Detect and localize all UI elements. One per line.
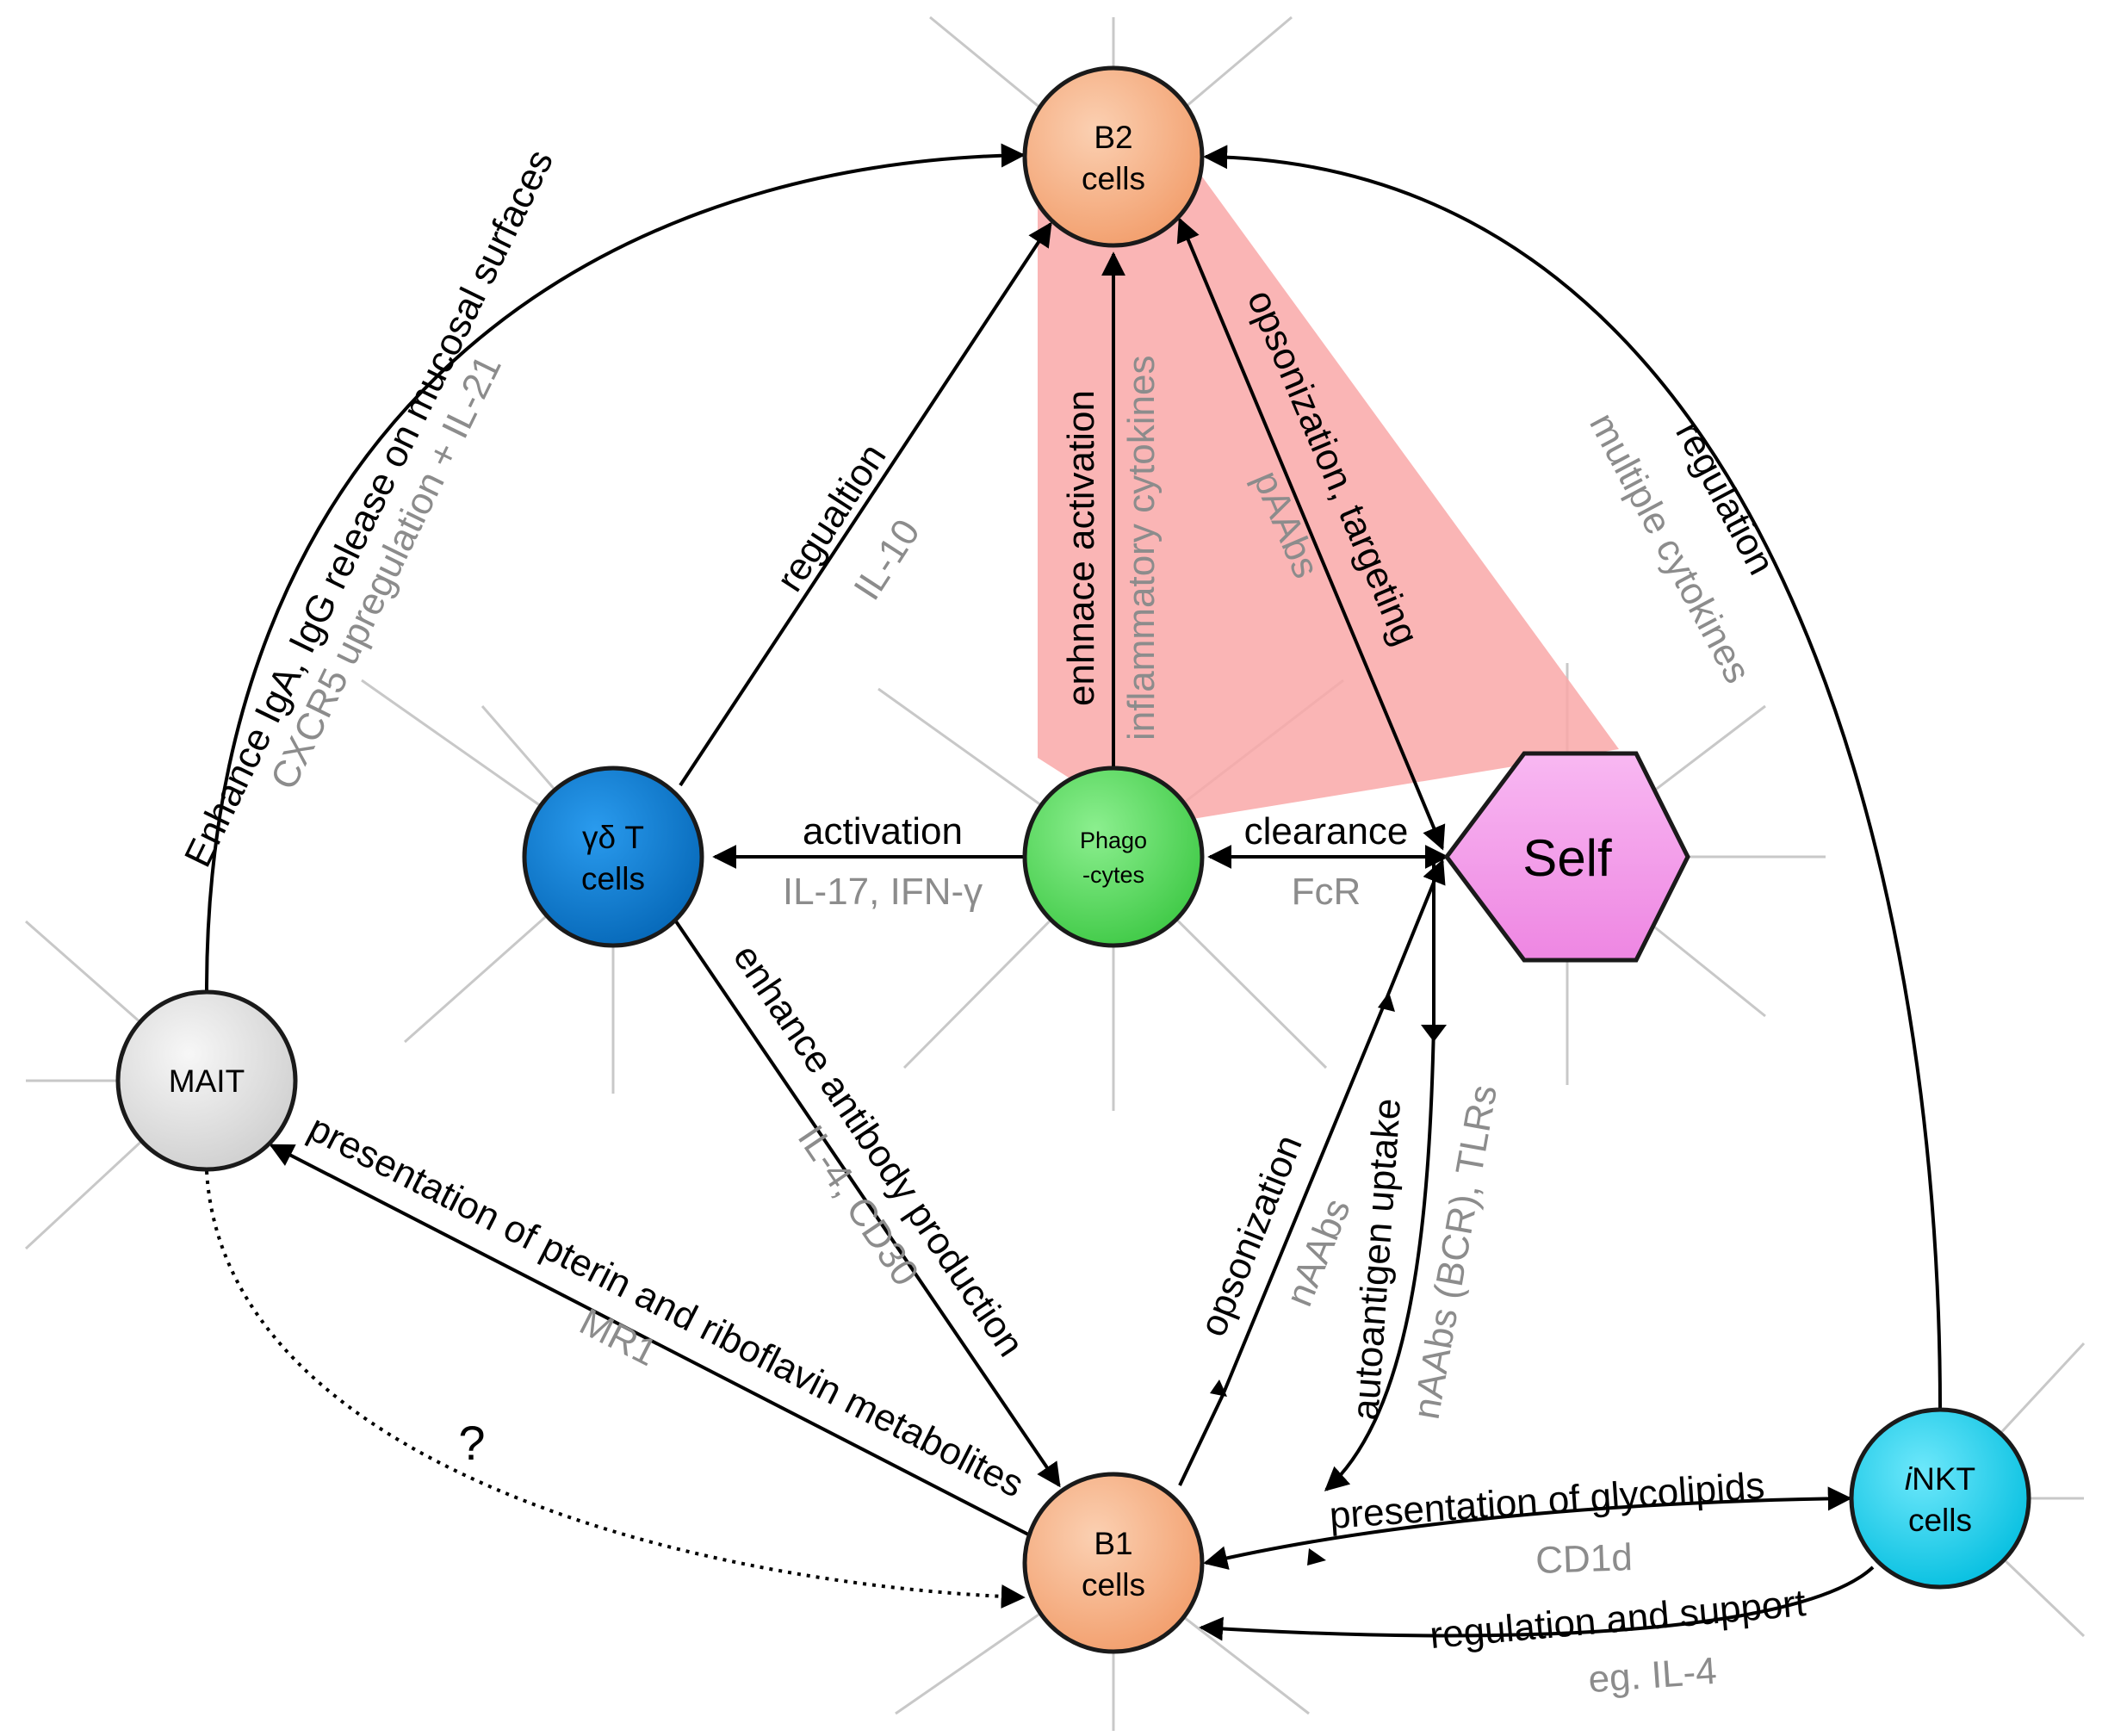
- edge-b1-self: [1178, 859, 1446, 1486]
- label-mait-b2: Enhance IgA, IgG release on mucosal surf…: [177, 143, 561, 873]
- svg-text:iNKT: iNKT: [1905, 1461, 1975, 1497]
- edge-b1-mait: [269, 1144, 1034, 1539]
- label-gdt-b1: enhance antibody production: [725, 937, 1032, 1364]
- node-gdt[interactable]: γδ T cells: [522, 766, 704, 948]
- edge-inkt-b1: [1199, 1566, 1875, 1641]
- node-self[interactable]: Self: [1443, 751, 1690, 963]
- node-self-label: Self: [1522, 829, 1612, 887]
- edge-gdt-b2: [679, 221, 1052, 787]
- node-gdt-line2: cells: [581, 861, 645, 896]
- edge-self-b1: [1324, 861, 1435, 1491]
- label-self-b1: autoantigen uptake: [1344, 1097, 1409, 1422]
- node-b2-line2: cells: [1082, 161, 1145, 196]
- edge-mait-b2: [205, 143, 1026, 991]
- node-inkt-line1: NKT: [1912, 1461, 1975, 1497]
- edge-inkt-b2: [1203, 145, 1942, 1409]
- sub-b1-inkt: CD1d: [1535, 1536, 1633, 1582]
- node-b1[interactable]: B1 cells: [1022, 1472, 1205, 1654]
- node-phago[interactable]: Phago -cytes: [1022, 766, 1205, 948]
- node-gdt-line1: γδ T: [582, 820, 644, 855]
- node-b2[interactable]: B2 cells: [1022, 65, 1205, 248]
- sub-gdt-b2: IL-10: [846, 512, 928, 608]
- node-b2-line1: B2: [1094, 120, 1132, 155]
- node-mait-label: MAIT: [169, 1063, 245, 1099]
- edges: [205, 143, 1942, 1641]
- node-inkt-line2: cells: [1908, 1503, 1972, 1538]
- sub-phago-b2: inflammatory cytokines: [1120, 356, 1163, 741]
- label-mait-b1-unknown: ?: [458, 1416, 485, 1470]
- sub-self-phago: FcR: [1292, 871, 1361, 913]
- edge-b2-self: [1176, 217, 1446, 851]
- node-inkt[interactable]: iNKT cells: [1849, 1407, 2031, 1590]
- sub-inkt-b1: eg. IL-4: [1587, 1650, 1718, 1701]
- label-b1-self: opsonization: [1192, 1129, 1311, 1342]
- sub-b1-self: nAAbs: [1278, 1193, 1359, 1312]
- mid-arrowheads: [1210, 992, 1447, 1566]
- label-inkt-b1: regulation and support: [1428, 1582, 1807, 1657]
- label-phago-gdt: activation: [803, 810, 963, 852]
- label-self-phago: clearance: [1244, 810, 1409, 852]
- label-b1-mait: presentation of pterin and riboflavin me…: [301, 1107, 1030, 1505]
- label-b1-inkt: presentation of glycolipids: [1328, 1465, 1765, 1537]
- node-mait[interactable]: MAIT: [115, 989, 298, 1172]
- node-inkt-italic: i: [1905, 1461, 1913, 1497]
- node-phago-line1: Phago: [1080, 828, 1147, 853]
- node-phago-line2: -cytes: [1082, 862, 1144, 888]
- edge-b1-inkt: [1203, 1486, 1852, 1570]
- sub-phago-gdt: IL-17, IFN-γ: [783, 871, 983, 913]
- edge-gdt-b1: [674, 920, 1061, 1488]
- label-phago-b2: enhnace activation: [1060, 390, 1102, 706]
- node-b1-line1: B1: [1094, 1526, 1132, 1561]
- node-b1-line2: cells: [1082, 1567, 1145, 1603]
- sub-mait-b2: CXCR5 upregulation + IL-21: [263, 349, 510, 796]
- edge-mait-b1-unknown: [205, 1170, 1026, 1609]
